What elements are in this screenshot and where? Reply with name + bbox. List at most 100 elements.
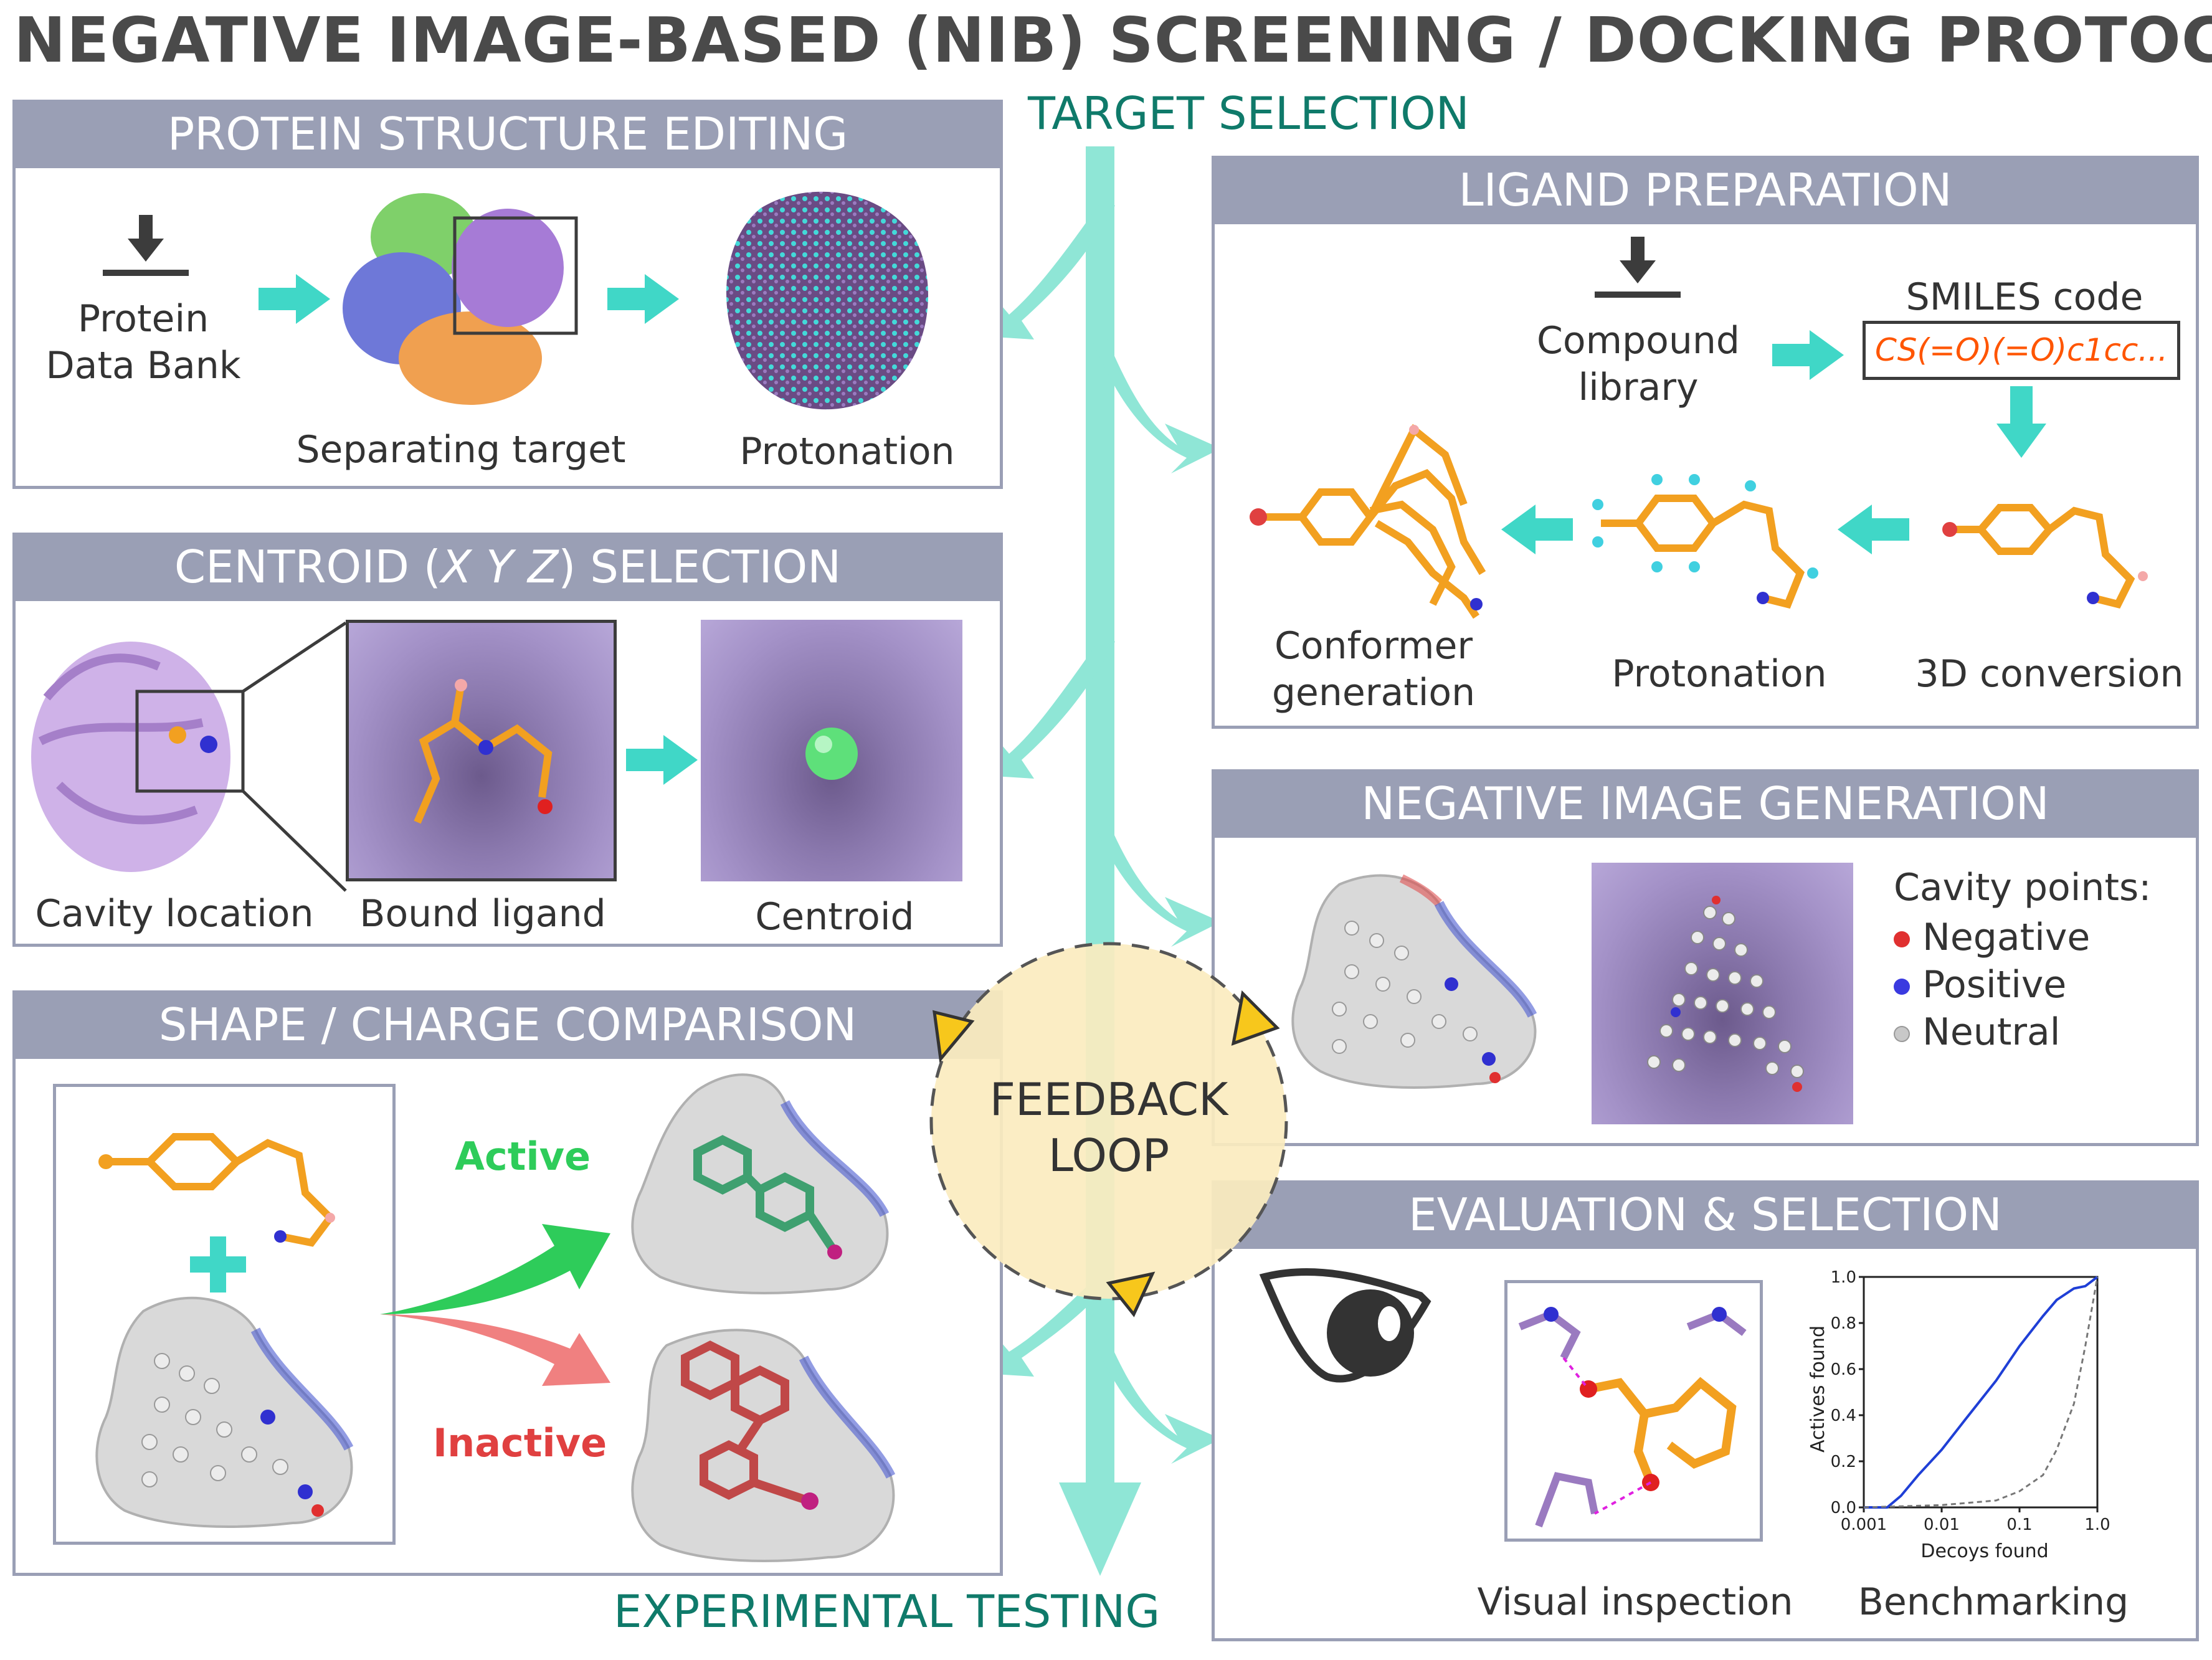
protein-complex-image xyxy=(343,193,578,405)
feedback-loop-label: FEEDBACK LOOP xyxy=(972,1071,1246,1183)
protonated-protein-image xyxy=(726,191,928,410)
pdb-label: Protein Data Bank xyxy=(37,296,249,389)
legend-positive-label: Positive xyxy=(1922,963,2067,1007)
feedback-arrowhead-icon xyxy=(933,1010,975,1063)
compound-library-label: Compound library xyxy=(1520,318,1757,411)
inactive-label: Inactive xyxy=(433,1420,607,1466)
arrow-icon xyxy=(626,735,698,785)
arrow-icon xyxy=(1772,330,1844,380)
x-tick-label: 0.1 xyxy=(2006,1515,2032,1534)
actives-curve-line xyxy=(1864,1276,2099,1509)
cavity-location-label: Cavity location xyxy=(35,892,314,936)
arrow-icon xyxy=(259,274,330,324)
arrow-icon xyxy=(607,274,679,324)
flow-branch-ligand xyxy=(1093,336,1221,473)
input-ligand-box xyxy=(53,1084,396,1545)
3d-ligand-image xyxy=(1942,504,2148,609)
feedback-loop-circle xyxy=(929,942,1288,1317)
cavity-location-image xyxy=(31,621,347,892)
legend-item-neutral: Neutral xyxy=(1894,1010,2060,1054)
visual-inspection-label: Visual inspection xyxy=(1477,1580,1793,1624)
plot-frame xyxy=(1863,1276,2099,1509)
negative-image-model xyxy=(1291,874,1537,1089)
pdb-label-line1: Protein xyxy=(77,297,209,341)
download-icon xyxy=(1595,237,1681,298)
active-overlay-image xyxy=(631,1073,890,1294)
centroid-header-xyz: X Y Z xyxy=(440,541,559,593)
feedback-arrowhead-icon xyxy=(1231,990,1280,1046)
centroid-sphere-icon xyxy=(805,728,858,780)
cavity-points-icon xyxy=(1647,896,1804,1092)
y-tick-label: 1.0 xyxy=(1831,1268,1856,1287)
legend-item-negative: Negative xyxy=(1894,916,2090,959)
feedback-line1: FEEDBACK xyxy=(989,1073,1228,1126)
compound-library-line1: Compound xyxy=(1537,319,1740,363)
y-tick-label: 0.0 xyxy=(1831,1499,1856,1517)
3d-conversion-label: 3D conversion xyxy=(1915,652,2184,696)
feedback-arrowhead-icon xyxy=(1106,1271,1156,1317)
conformer-label-line2: generation xyxy=(1271,671,1476,714)
ligand-interaction-icon xyxy=(1518,1307,1747,1528)
page-title: NEGATIVE IMAGE-BASED (NIB) SCREENING / D… xyxy=(14,4,2212,77)
ligand-panel-header: LIGAND PREPARATION xyxy=(1212,156,2199,224)
inactive-overlay-image xyxy=(631,1329,896,1562)
ligand-sticks-icon xyxy=(98,1133,335,1247)
split-arrows xyxy=(380,1224,610,1386)
bound-ligand-label: Bound ligand xyxy=(359,892,606,936)
pdb-label-line2: Data Bank xyxy=(45,344,241,387)
smiles-code-box: CS(=O)(=O)c1cc... xyxy=(1863,321,2180,380)
protonation-label: Protonation xyxy=(739,430,955,473)
benchmarking-label: Benchmarking xyxy=(1858,1580,2129,1624)
feedback-line2: LOOP xyxy=(1048,1129,1170,1182)
ligand-panel xyxy=(1212,159,2199,729)
x-tick-label: 0.01 xyxy=(1924,1515,1960,1534)
compound-library-line2: library xyxy=(1578,366,1699,409)
flow-top-label: TARGET SELECTION xyxy=(1028,87,1469,140)
flow-branch-protein xyxy=(984,199,1115,339)
smiles-code-value: CS(=O)(=O)c1cc... xyxy=(1874,332,2168,368)
roc-chart: Actives found Decoys found 0.00.20.40.60… xyxy=(1807,1268,2110,1562)
legend-item-positive: Positive xyxy=(1894,963,2066,1007)
conformers-image xyxy=(1250,424,1486,619)
legend-negative-label: Negative xyxy=(1922,916,2091,959)
smiles-title: SMILES code xyxy=(1906,275,2143,319)
centroid-panel-header: CENTROID (X Y Z) SELECTION xyxy=(12,533,1003,601)
y-tick-label: 0.8 xyxy=(1831,1314,1856,1333)
visual-inspection-image xyxy=(1504,1280,1763,1542)
protonated-ligand-image xyxy=(1592,474,1818,609)
separating-target-label: Separating target xyxy=(296,428,626,472)
y-tick-label: 0.6 xyxy=(1831,1360,1856,1379)
flow-trunk-arrowhead xyxy=(1059,1482,1141,1576)
legend-neutral-label: Neutral xyxy=(1922,1010,2061,1054)
conformer-label-line1: Conformer xyxy=(1274,624,1473,668)
centroid-header-part3: ) SELECTION xyxy=(558,541,842,593)
legend-dot-icon xyxy=(1894,979,1910,995)
legend-dot-icon xyxy=(1894,931,1910,948)
y-tick-label: 0.4 xyxy=(1831,1406,1856,1425)
flow-bottom-label: EXPERIMENTAL TESTING xyxy=(614,1585,1161,1638)
legend-title: Cavity points: xyxy=(1894,866,2152,909)
flow-branch-evaluation xyxy=(1093,1333,1221,1464)
flow-branch-centroid xyxy=(984,635,1115,779)
negative-panel-header: NEGATIVE IMAGE GENERATION xyxy=(1212,769,2199,838)
y-tick-label: 0.2 xyxy=(1831,1453,1856,1471)
download-icon xyxy=(103,215,189,276)
evaluation-panel-header: EVALUATION & SELECTION xyxy=(1212,1180,2199,1249)
flow-branch-negative xyxy=(1093,816,1221,947)
flow-branch-shape xyxy=(984,1271,1115,1377)
x-tick-label: 1.0 xyxy=(2084,1515,2110,1534)
arrow-down-icon xyxy=(1996,386,2046,458)
ligand-protonation-label: Protonation xyxy=(1612,652,1827,696)
centroid-header-part1: CENTROID ( xyxy=(174,541,441,593)
cavity-points-image xyxy=(1592,863,1853,1124)
ligand-sticks-icon xyxy=(414,679,553,824)
centroid-label: Centroid xyxy=(755,895,914,939)
shape-panel-header: SHAPE / CHARGE COMPARISON xyxy=(12,990,1003,1059)
centroid-image xyxy=(701,620,962,881)
random-baseline-line xyxy=(1863,1276,2099,1509)
arrow-left-icon xyxy=(1838,505,1909,554)
legend-dot-icon xyxy=(1894,1026,1910,1043)
x-tick-label: 0.001 xyxy=(1841,1515,1887,1534)
plus-icon xyxy=(190,1236,246,1292)
active-label: Active xyxy=(455,1134,591,1179)
